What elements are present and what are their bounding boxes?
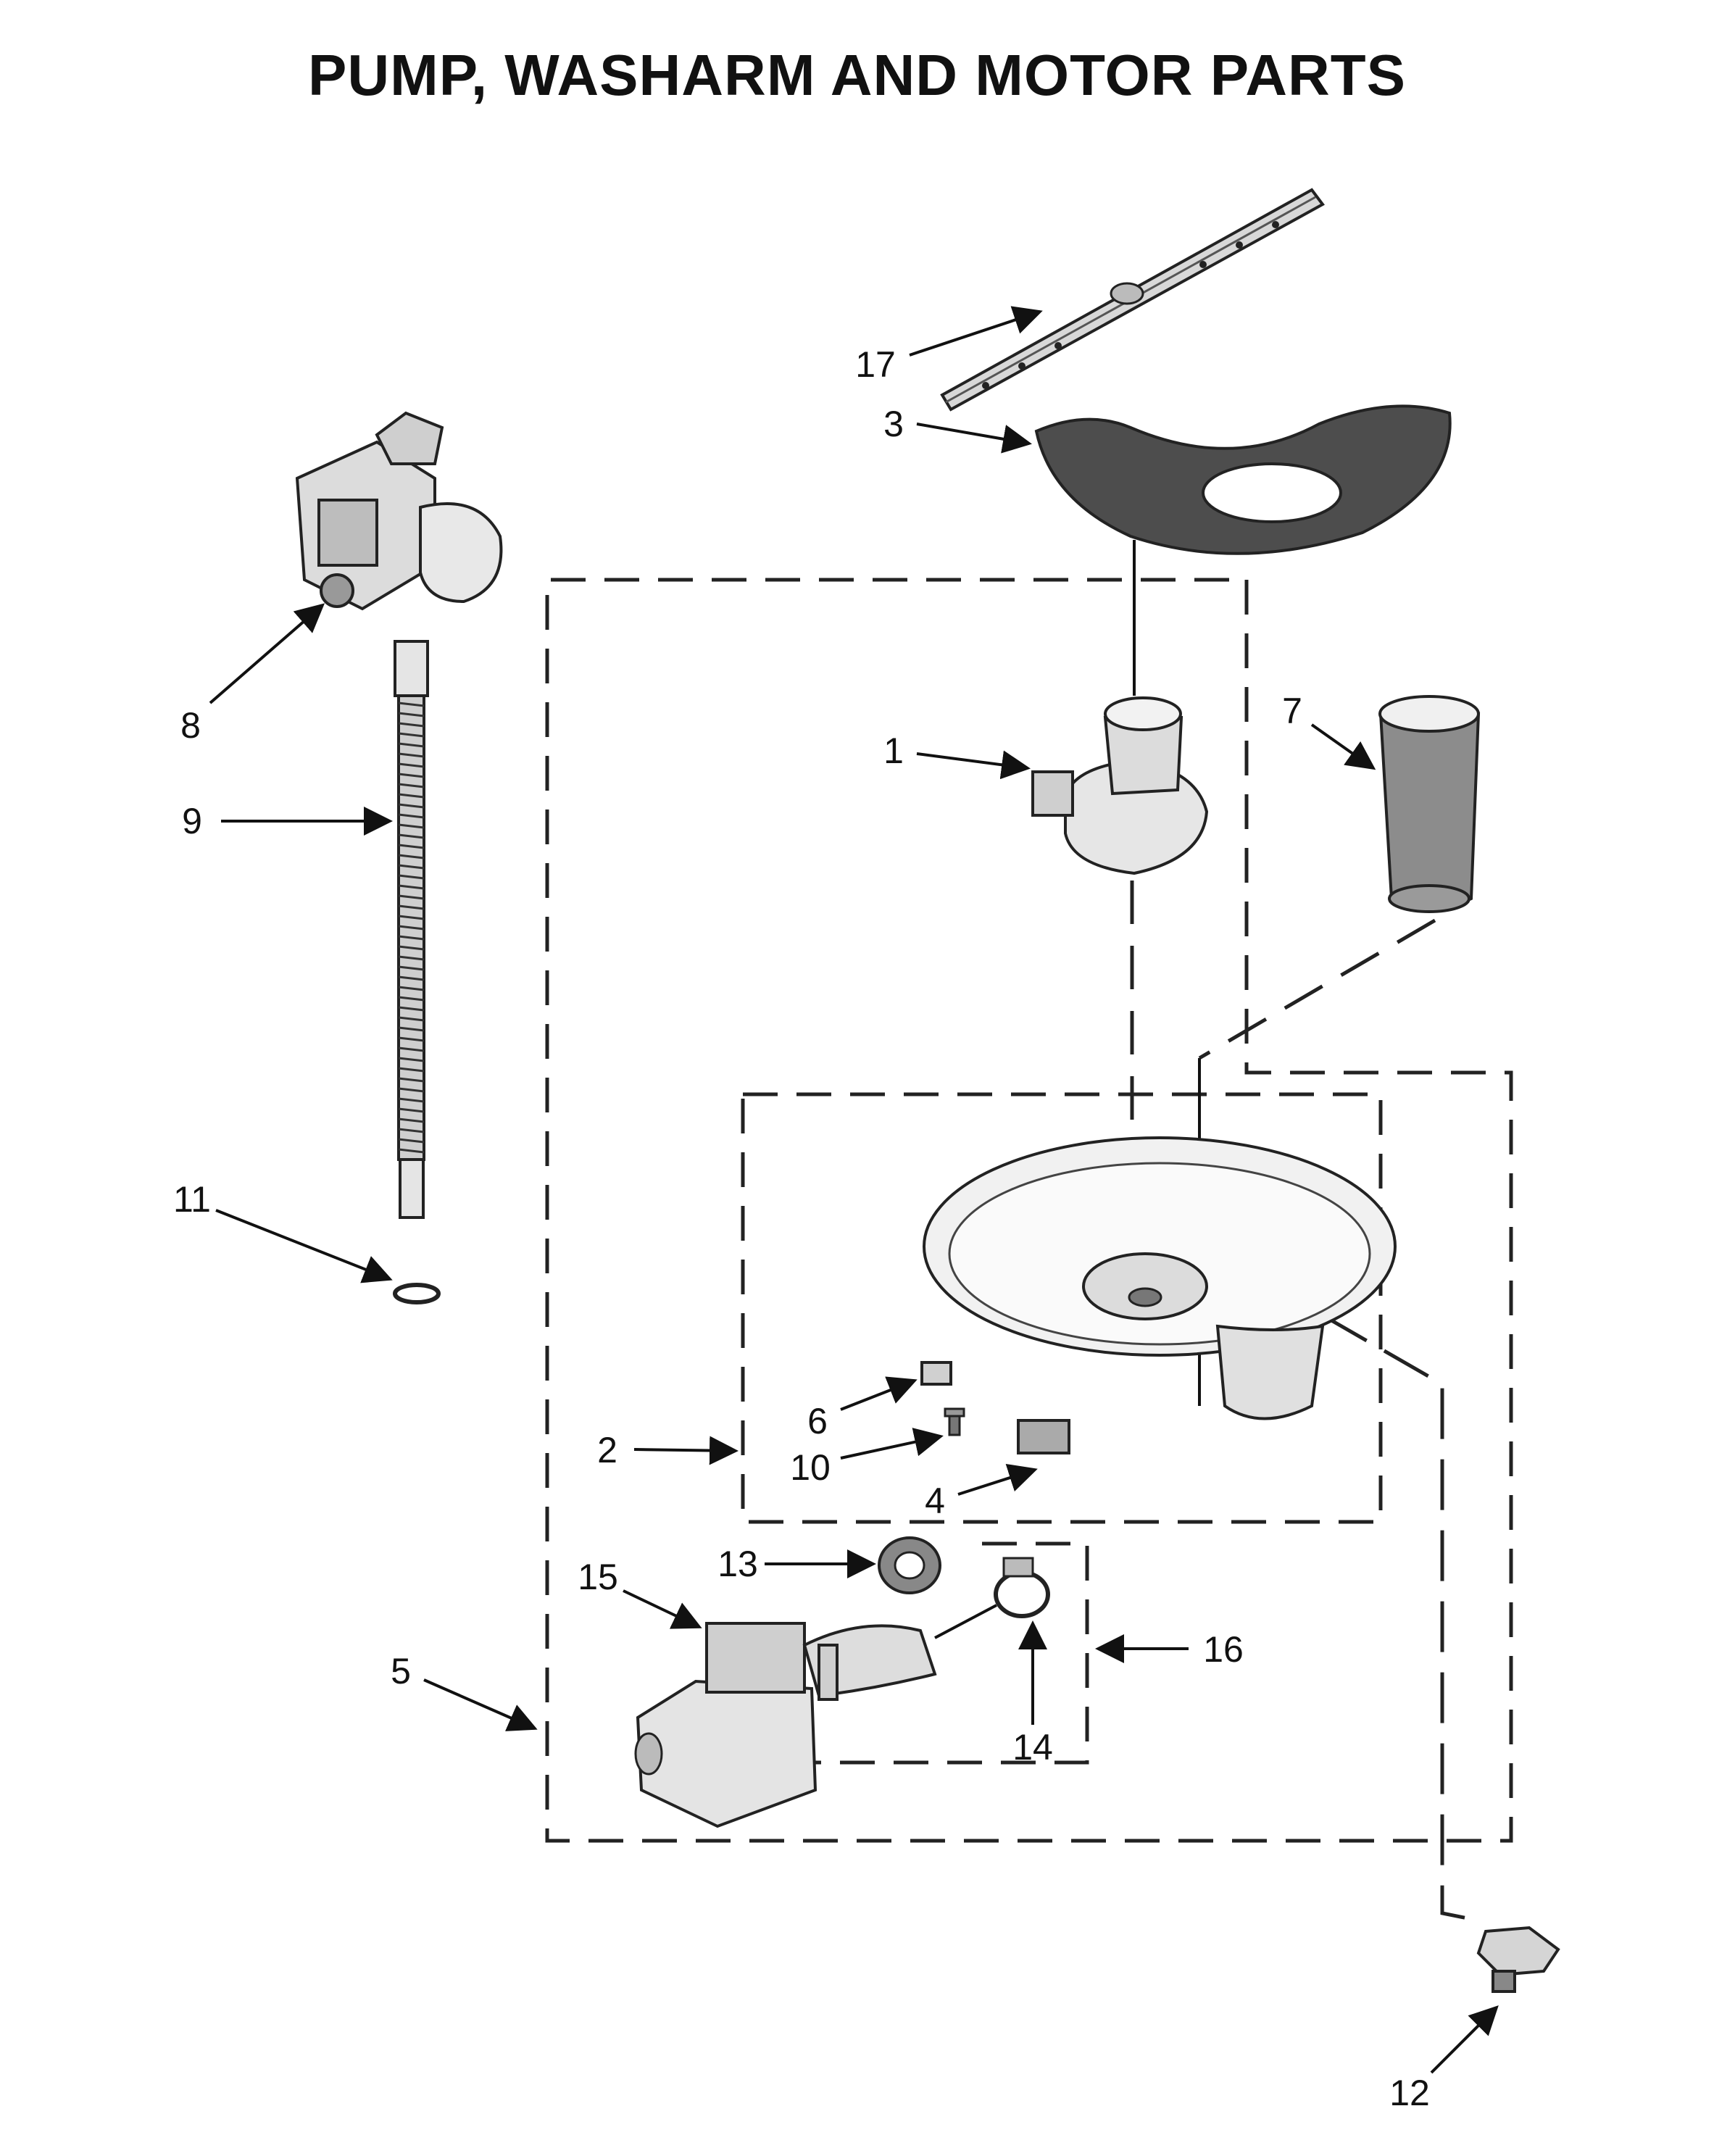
- leader-6: [840, 1376, 918, 1411]
- leader-5: [423, 1678, 538, 1731]
- leader-8: [209, 603, 325, 704]
- hose-rib: [398, 945, 425, 951]
- hose-rib: [398, 975, 425, 981]
- hose-rib: [398, 773, 425, 778]
- leader-11: [215, 1209, 393, 1283]
- callout-6: 6: [807, 1401, 828, 1441]
- bracket-part-6: [920, 1361, 952, 1386]
- leader-10: [840, 1428, 944, 1460]
- hose-rib: [398, 793, 425, 799]
- sump-assembly-part: [923, 1136, 1397, 1420]
- callout-4: 4: [925, 1481, 945, 1521]
- connector-part-4: [1017, 1419, 1070, 1454]
- hose-rib: [398, 844, 425, 849]
- hose-rib: [398, 864, 425, 870]
- hose-rib: [398, 1077, 425, 1083]
- callout-8: 8: [180, 705, 201, 746]
- hose-rib: [398, 742, 425, 748]
- hose-rib: [398, 1006, 425, 1012]
- leader-3: [916, 423, 1032, 454]
- hose-clamp-part: [393, 1283, 441, 1304]
- hose-rib: [398, 803, 425, 809]
- callout-11: 11: [173, 1179, 211, 1220]
- hose-rib: [398, 955, 425, 961]
- callout-16: 16: [1203, 1629, 1244, 1670]
- filter-part: [1378, 695, 1481, 913]
- screw-part-10: [944, 1407, 965, 1436]
- hose-rib: [398, 783, 425, 788]
- leader-17: [909, 306, 1043, 357]
- leader-15: [623, 1589, 702, 1629]
- hose-rib: [398, 722, 425, 728]
- hose-rib: [398, 752, 425, 758]
- hose-rib: [398, 712, 425, 717]
- connector-line-13-14: [934, 1604, 997, 1639]
- callout-3: 3: [883, 404, 904, 444]
- callout-7: 7: [1282, 691, 1302, 731]
- hose-rib: [398, 1016, 425, 1022]
- callout-15: 15: [578, 1557, 618, 1597]
- leader-1: [916, 750, 1031, 780]
- hose-rib: [398, 1026, 425, 1032]
- hose-rib: [398, 884, 425, 890]
- hose-rib: [398, 996, 425, 1002]
- hose-rib: [398, 823, 425, 829]
- connector-line-filter: [1198, 918, 1436, 1060]
- hose-rib: [398, 1097, 425, 1103]
- leader-2: [633, 1436, 739, 1465]
- hose-rib: [398, 833, 425, 839]
- hose-rib: [398, 1117, 425, 1123]
- connector-line-12: [1321, 1313, 1479, 1923]
- hose-rib: [398, 1128, 425, 1133]
- hose-rib: [398, 732, 425, 738]
- leader-7: [1310, 723, 1376, 770]
- callout-1: 1: [883, 731, 904, 771]
- hose-rib: [398, 1138, 425, 1144]
- drain-pump-part: [295, 411, 503, 611]
- leader-4: [957, 1463, 1038, 1496]
- callout-9: 9: [182, 801, 202, 841]
- hose-rib: [398, 762, 425, 768]
- assembly-box-pump: [545, 578, 1513, 1843]
- hose-rib: [398, 925, 425, 931]
- callout-2: 2: [597, 1430, 617, 1470]
- hose-rib: [398, 1087, 425, 1093]
- sensor-part-12: [1476, 1926, 1560, 1993]
- hose-rib: [398, 874, 425, 880]
- seal-part-13: [878, 1536, 941, 1594]
- callout-5: 5: [391, 1651, 411, 1691]
- hose-rib: [398, 915, 425, 920]
- hose-rib: [398, 854, 425, 860]
- hose-rib: [398, 904, 425, 910]
- hose-rib: [398, 1148, 425, 1154]
- callout-12: 12: [1389, 2073, 1430, 2113]
- hose-rib: [398, 1057, 425, 1062]
- wash-pump-housing-part: [1031, 696, 1209, 875]
- hose-rib: [398, 1046, 425, 1052]
- leader-12: [1430, 2005, 1499, 2074]
- callout-17: 17: [855, 344, 896, 385]
- hose-rib: [398, 894, 425, 900]
- assembly-box-hose-kit: [815, 1541, 1089, 1765]
- callout-14: 14: [1012, 1727, 1053, 1768]
- hose-rib: [398, 1036, 425, 1042]
- hose-rib: [398, 986, 425, 991]
- callout-10: 10: [790, 1447, 831, 1488]
- clamp-part-14: [994, 1557, 1050, 1618]
- hose-rib: [398, 1107, 425, 1113]
- drain-hose-part: [394, 640, 429, 1219]
- circulation-motor-part: [634, 1622, 937, 1828]
- hose-rib: [398, 702, 425, 707]
- hose-rib: [398, 1067, 425, 1073]
- wash-arm-part: [940, 188, 1325, 412]
- spray-shield-part: [1034, 404, 1452, 555]
- hose-rib: [398, 813, 425, 819]
- hose-rib: [398, 935, 425, 941]
- page-title: PUMP, WASHARM AND MOTOR PARTS: [308, 43, 1406, 107]
- callout-13: 13: [717, 1544, 758, 1584]
- hose-rib: [398, 965, 425, 971]
